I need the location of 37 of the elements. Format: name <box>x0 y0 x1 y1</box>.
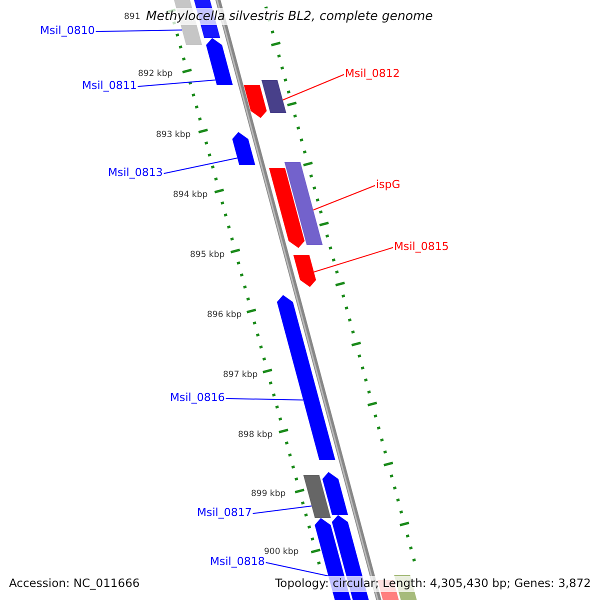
position-label: 894 kbp <box>173 191 208 200</box>
gene-label: Msil_0815 <box>394 241 449 252</box>
leader-line <box>137 80 216 87</box>
gene-feature <box>293 255 316 287</box>
position-label: 893 kbp <box>156 131 191 140</box>
gene-label: Msil_0818 <box>210 556 265 567</box>
position-label: 891 <box>124 13 140 22</box>
position-label: 896 kbp <box>207 311 242 320</box>
gene-feature <box>206 38 233 85</box>
gene-feature <box>244 85 267 118</box>
position-label: 895 kbp <box>190 251 225 260</box>
leader-line <box>312 185 376 210</box>
gene-label: Msil_0813 <box>108 167 163 178</box>
gene-label: Msil_0812 <box>345 68 400 79</box>
position-label: 897 kbp <box>223 371 258 380</box>
gene-label: ispG <box>376 179 400 190</box>
leader-line <box>265 562 329 576</box>
gene-feature <box>232 132 256 165</box>
gene-feature <box>269 168 305 248</box>
gene-label: Msil_0811 <box>82 80 137 91</box>
gene-feature <box>303 475 331 518</box>
gene-feature <box>284 162 323 245</box>
gene-feature <box>276 295 336 460</box>
leader-line <box>95 30 183 32</box>
gene-feature <box>261 80 286 113</box>
position-label: 899 kbp <box>251 490 286 498</box>
leader-line <box>313 247 394 272</box>
gene-label: Msil_0816 <box>170 392 225 403</box>
position-label: 900 kbp <box>264 548 299 556</box>
gene-label: Msil_0810 <box>40 25 95 36</box>
position-label: 892 kbp <box>138 70 173 78</box>
leader-line <box>163 158 238 174</box>
gene-feature <box>322 472 348 515</box>
leader-line <box>282 74 344 100</box>
gene-label: Msil_0817 <box>197 507 252 518</box>
leader-line <box>225 398 304 400</box>
leader-line <box>252 506 312 514</box>
